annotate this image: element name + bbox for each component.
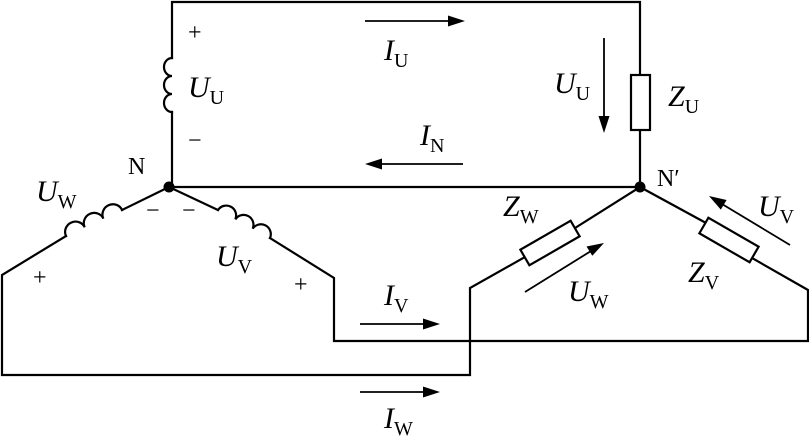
source-v-minus: − — [182, 198, 196, 224]
arrow-iu-head-icon — [448, 15, 465, 27]
load-zv-label: ZV — [688, 256, 720, 294]
source-coils — [64, 56, 272, 240]
arrow-iw-head-icon — [423, 386, 440, 398]
arrow-in-head-icon — [365, 158, 382, 170]
arrow-uw-head-icon — [586, 243, 604, 256]
load-zu-label: ZU — [668, 80, 700, 118]
source-v-label: UV — [216, 240, 253, 278]
source-v-plus: + — [294, 272, 308, 298]
source-w-label: UW — [36, 175, 77, 213]
wire-w-load — [573, 185, 642, 230]
arrows — [360, 15, 791, 398]
node-n-prime-label: N′ — [657, 166, 680, 192]
load-uw-label: UW — [568, 275, 609, 313]
wire-w-source-outer — [0, 234, 527, 377]
coil-w-icon — [64, 203, 124, 238]
arrow-uv-shaft — [721, 203, 791, 246]
arrow-uu-head-icon — [598, 116, 610, 133]
arrow-iv-head-icon — [423, 318, 440, 330]
node-n-label: N — [128, 154, 145, 180]
wire-v-load — [638, 185, 708, 225]
wires — [0, 0, 809, 377]
current-in-label: IN — [419, 119, 444, 157]
source-u-label: UU — [188, 71, 225, 109]
wire-u-line — [170, 0, 642, 77]
node-n-dot — [163, 181, 175, 193]
current-iw-label: IW — [383, 402, 413, 440]
arrow-uw-shaft — [524, 250, 592, 293]
wire-w-source-inner — [120, 185, 171, 212]
impedance-zw — [518, 219, 582, 267]
coil-v-icon — [216, 204, 272, 240]
load-uv-label: UV — [758, 190, 795, 228]
source-u-minus: − — [188, 128, 202, 154]
current-iv-label: IV — [383, 279, 409, 317]
labels: + UU − N N′ UW + − UV + − IU IN IV IW UU… — [33, 20, 795, 440]
coil-u-icon — [162, 56, 174, 114]
wire-v-source-outer — [268, 236, 809, 343]
impedance-zv — [697, 216, 761, 264]
source-u-plus: + — [188, 20, 202, 46]
arrow-uv-head-icon — [709, 196, 727, 210]
load-zw-label: ZW — [503, 190, 539, 228]
source-w-minus: − — [146, 198, 160, 224]
node-n-prime-dot — [634, 181, 646, 193]
load-uu-label: UU — [554, 67, 591, 105]
load-impedances — [518, 73, 761, 267]
wire-v-source-inner — [167, 185, 220, 212]
current-iu-label: IU — [383, 34, 409, 72]
impedance-zu — [629, 73, 652, 132]
source-w-plus: + — [33, 265, 47, 291]
